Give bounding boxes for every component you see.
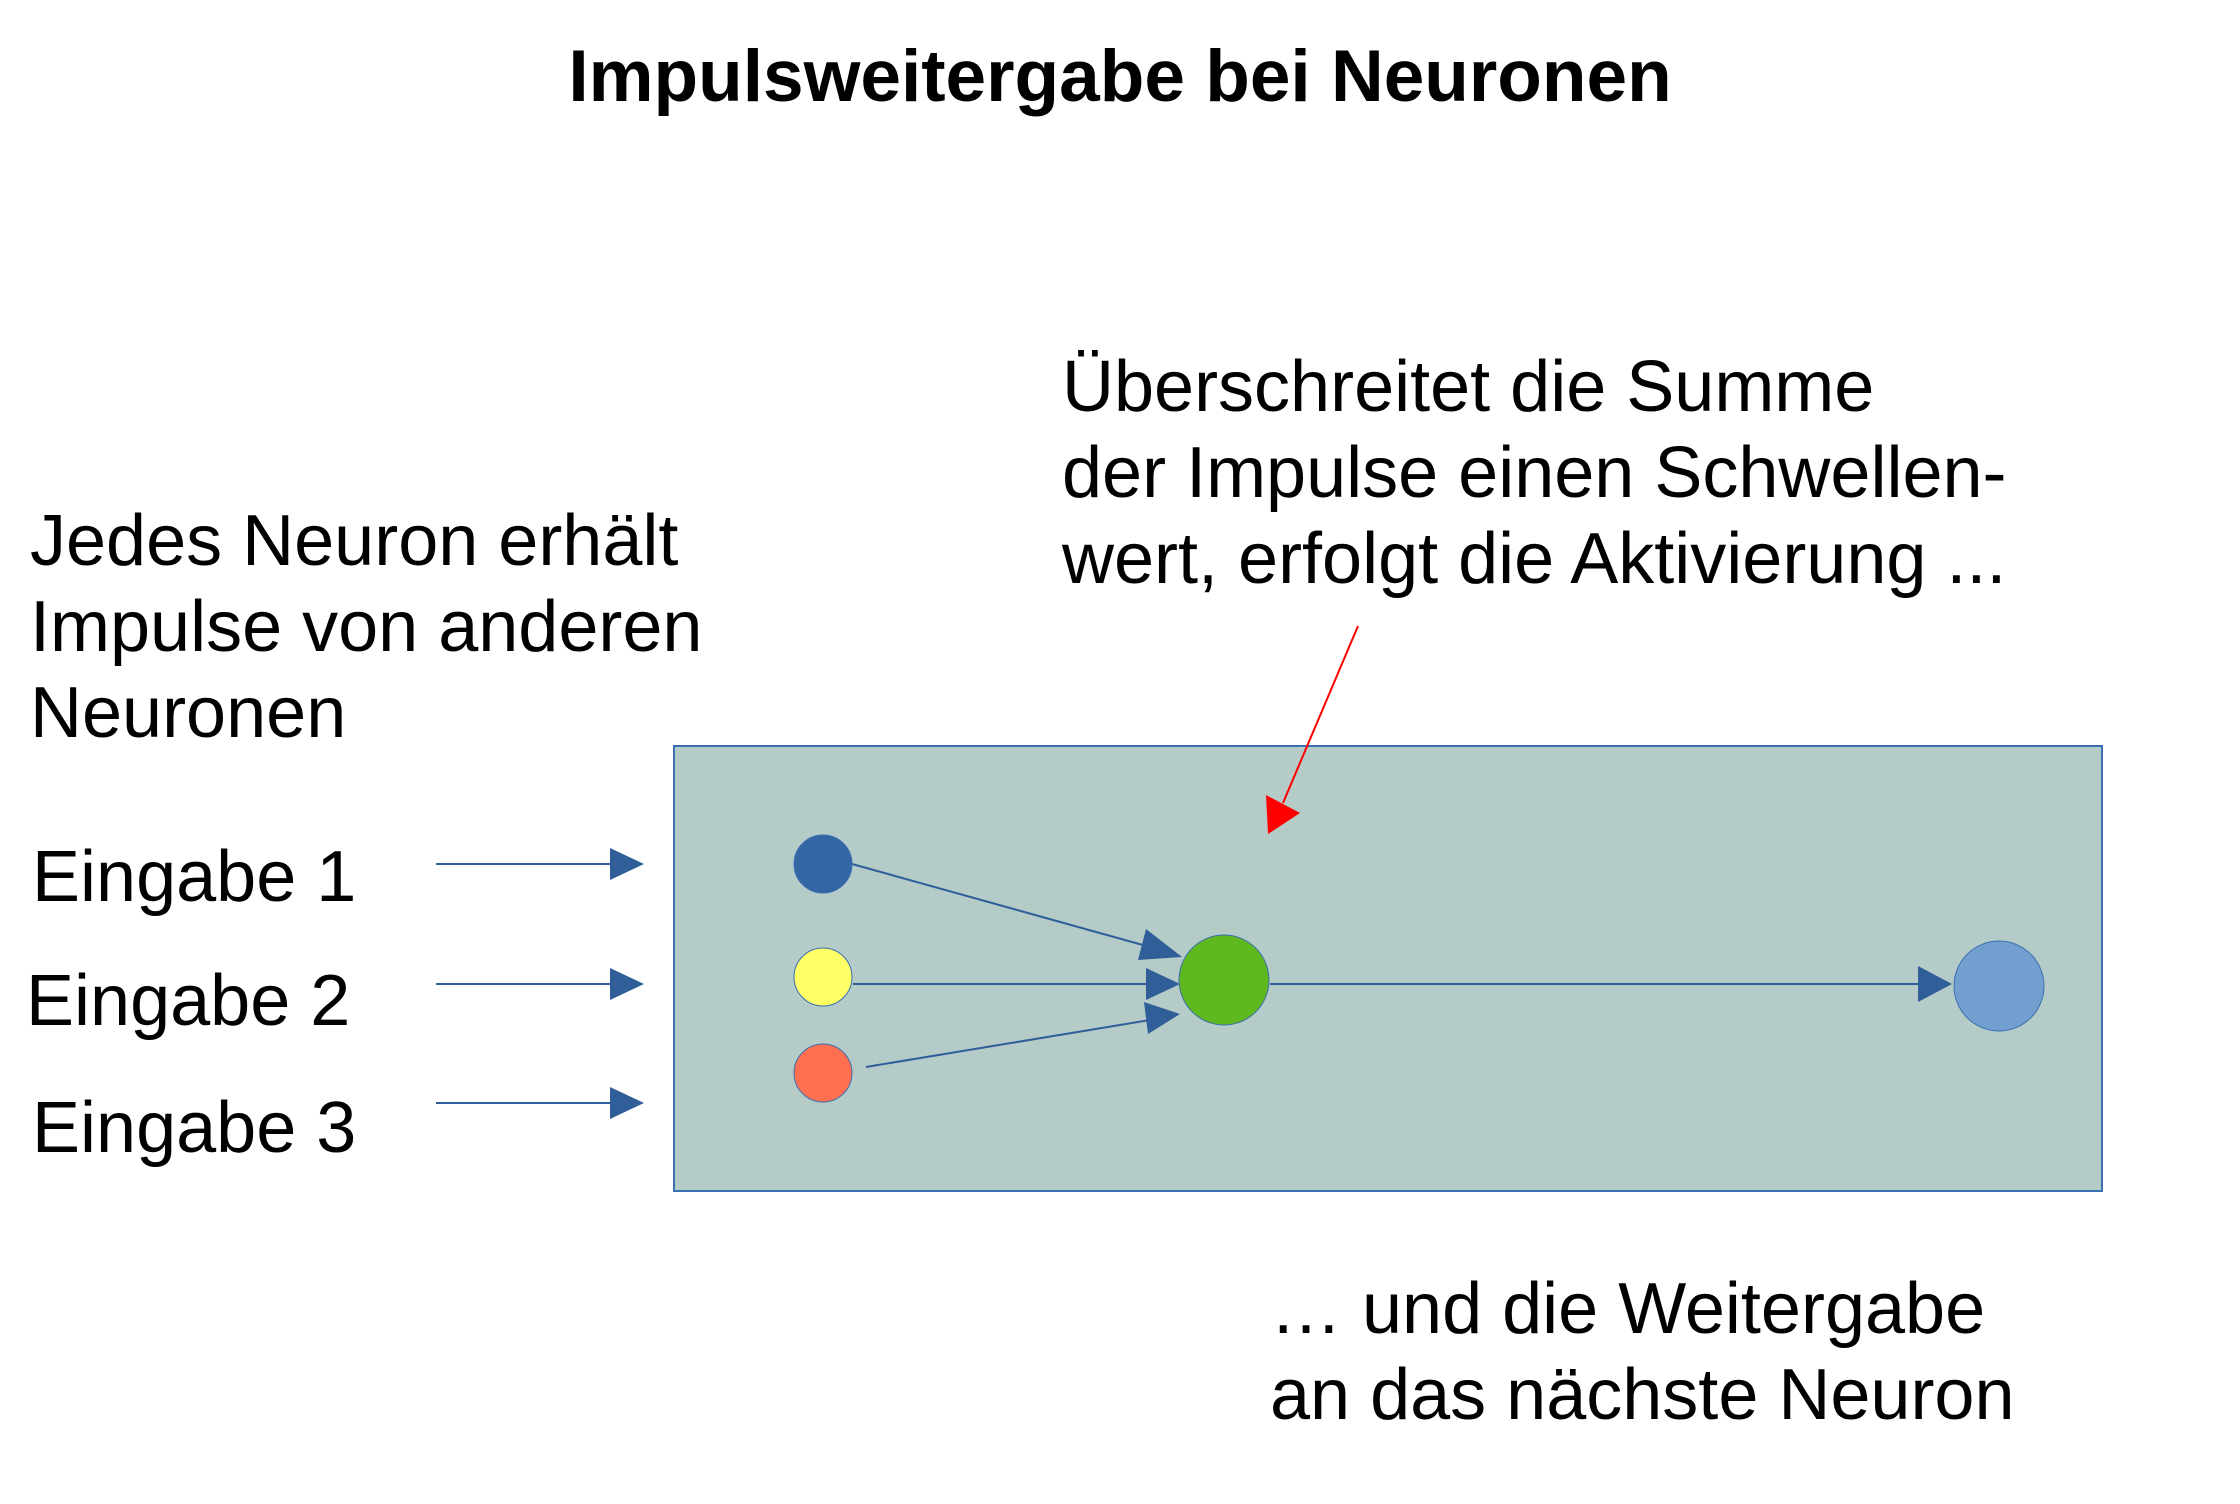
left-note-line: Neuronen	[30, 673, 347, 753]
synapse-arrow-2-head	[1146, 968, 1180, 1000]
output-note: … und die Weitergabe an das nächste Neur…	[1270, 1266, 2015, 1438]
input-label-2: Eingabe 2	[26, 961, 351, 1041]
threshold-note: Überschreitet die Summe der Impulse eine…	[1062, 344, 2007, 602]
input-arrow-2-head	[610, 968, 644, 1000]
input-neuron-3	[793, 1043, 853, 1103]
input-label-3: Eingabe 3	[32, 1088, 357, 1168]
next-neuron	[1953, 940, 2045, 1032]
input-neuron-1	[793, 834, 853, 894]
synapse-arrow-1-head	[1138, 929, 1182, 960]
output-note-line: … und die Weitergabe	[1270, 1269, 1986, 1349]
synapse-arrows	[851, 863, 1952, 1068]
diagram-title: Impulsweitergabe bei Neuronen	[568, 36, 1672, 117]
output-note-line: an das nächste Neuron	[1270, 1355, 2015, 1435]
synapse-arrow-3-line	[865, 1019, 1151, 1068]
input-label-1: Eingabe 1	[32, 837, 357, 917]
activation-pointer-head	[1266, 795, 1300, 834]
synapse-arrow-1-line	[851, 863, 1151, 948]
activated-neuron	[1178, 934, 1270, 1026]
axon-arrow-head	[1918, 966, 1952, 1002]
threshold-note-line: der Impulse einen Schwellen-	[1062, 433, 2007, 513]
activation-pointer-line	[1282, 625, 1359, 804]
threshold-note-line: wert, erfolgt die Aktivierung ...	[1062, 519, 2007, 599]
left-note-line: Jedes Neuron erhält	[30, 501, 679, 581]
input-arrow-3-head	[610, 1087, 644, 1119]
input-neuron-2	[793, 947, 853, 1007]
left-note-line: Impulse von anderen	[30, 587, 703, 667]
left-note: Jedes Neuron erhält Impulse von anderen …	[30, 498, 702, 756]
input-arrow-1-head	[610, 848, 644, 880]
neuron-box	[673, 745, 2103, 1192]
threshold-note-line: Überschreitet die Summe	[1062, 347, 1875, 427]
synapse-arrow-3-head	[1144, 1002, 1180, 1034]
input-arrows	[436, 848, 644, 1119]
